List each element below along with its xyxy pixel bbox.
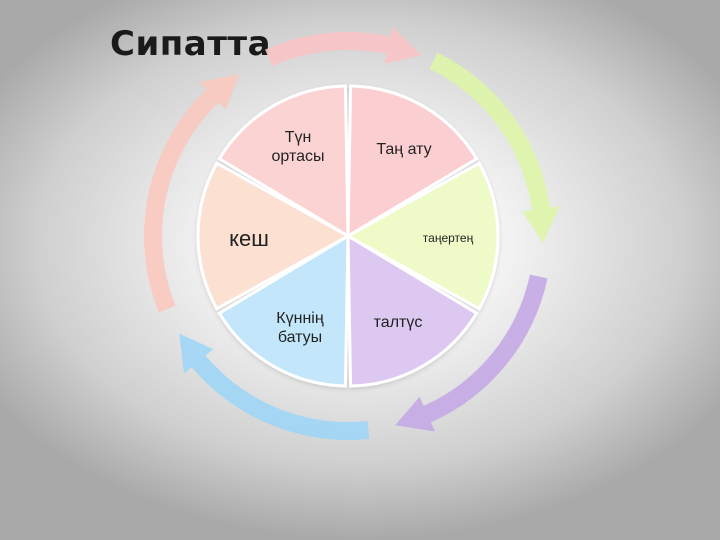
- segment-evening: [196, 161, 352, 311]
- segment-dawn: [346, 84, 479, 239]
- segment-label-dawn: Таң ату: [376, 141, 432, 158]
- cycle-arrow-top: [265, 26, 422, 67]
- segment-label-morning: таңертең: [422, 231, 474, 245]
- cycle-arrow-bottom: [179, 333, 370, 441]
- cycle-arrow-right-top: [429, 52, 560, 243]
- cycle-arrow-right-bottom: [395, 274, 548, 432]
- slide-title: Сипатта: [110, 24, 272, 64]
- segment-label-sunset: Күннің батуы: [276, 310, 324, 347]
- segment-label-evening: кеш: [229, 226, 269, 251]
- segment-noon: [346, 233, 479, 388]
- segment-label-midnight: Түн ортасы: [271, 129, 325, 166]
- segment-sunset: [217, 233, 350, 388]
- cycle-arrow-left: [143, 74, 239, 313]
- segment-midnight: [217, 84, 350, 239]
- segment-morning: [344, 161, 500, 311]
- segment-label-noon: талтүс: [373, 314, 423, 331]
